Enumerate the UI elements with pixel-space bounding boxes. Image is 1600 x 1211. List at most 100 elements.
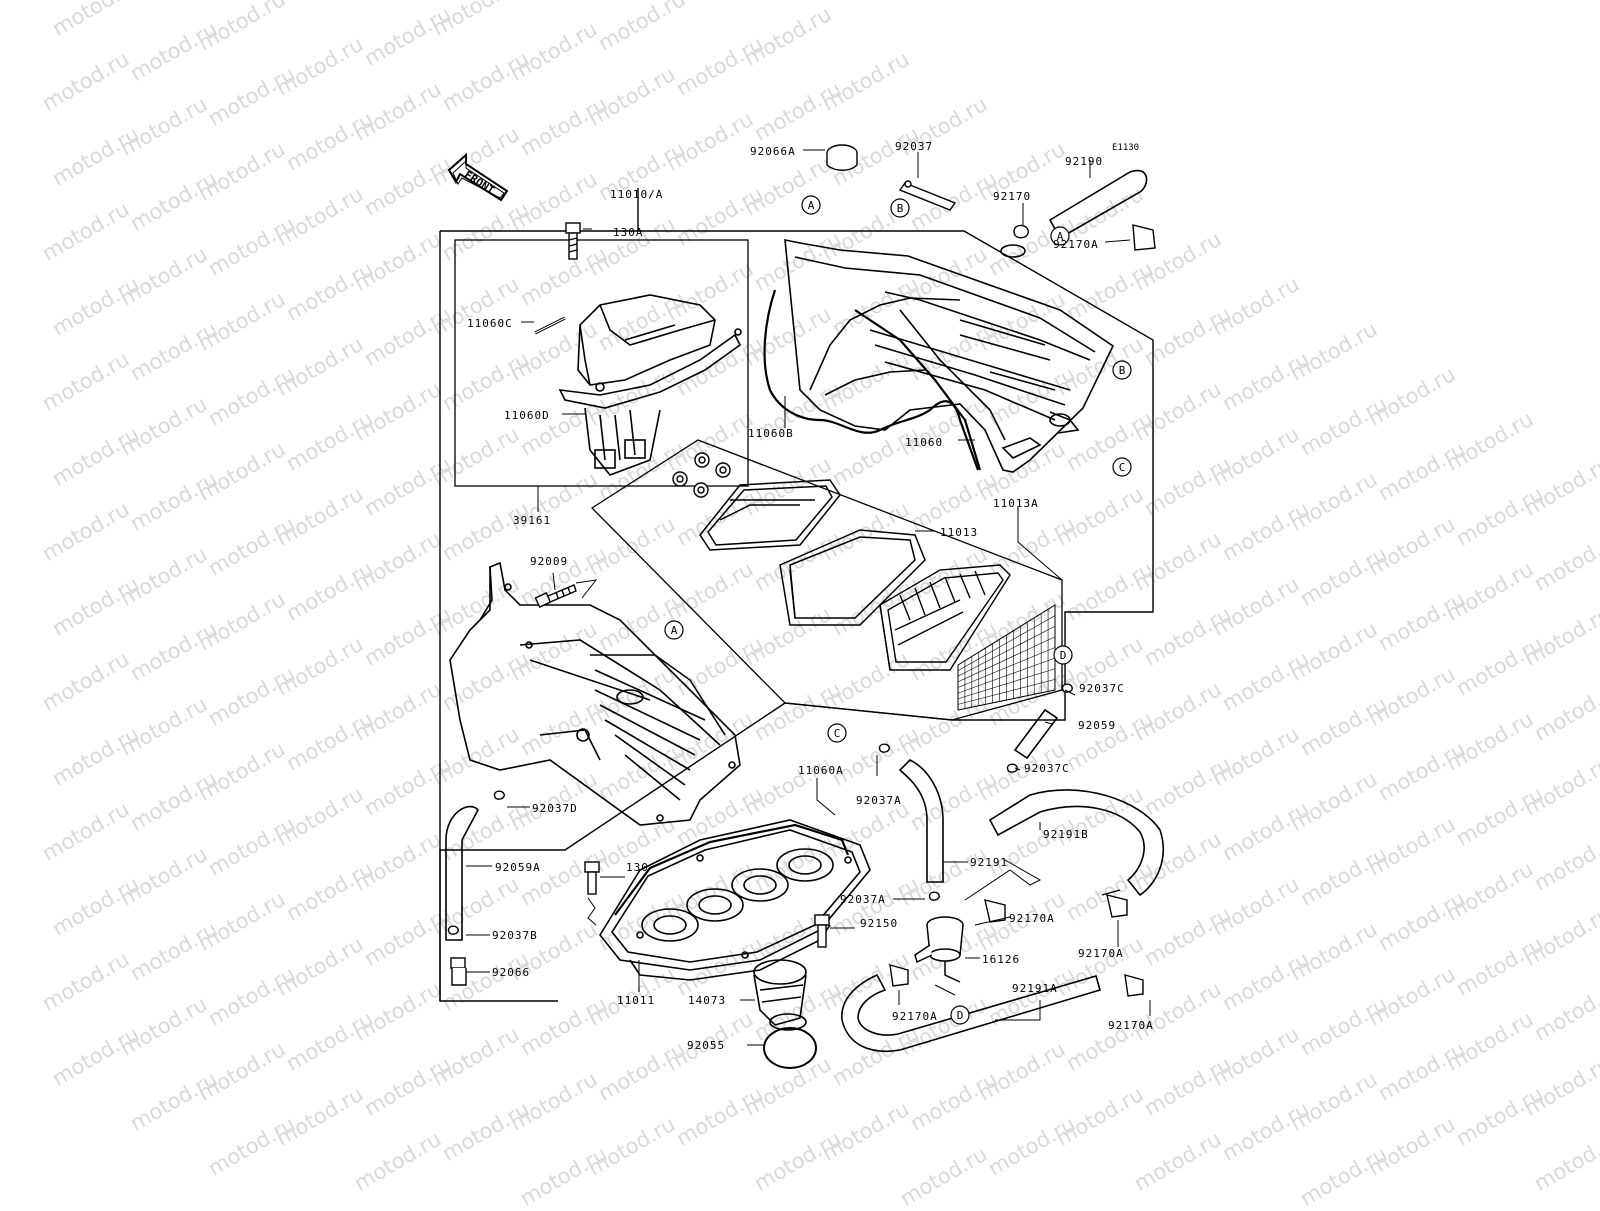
part-label-11011: 11011 <box>617 994 655 1007</box>
callout-circle <box>1053 645 1073 665</box>
part-label-92066: 92066 <box>492 966 530 979</box>
part-label-92170a: 92170A <box>892 1010 938 1023</box>
part-label-92037b: 92037B <box>492 929 538 942</box>
callout-letter: C <box>1119 461 1126 474</box>
part-label-11010a: 11010/A <box>610 188 663 201</box>
bolt-92009 <box>534 584 577 608</box>
part-label-92191b: 92191B <box>1043 828 1089 841</box>
callout-circle <box>890 198 910 218</box>
mesh-line <box>957 679 1056 705</box>
part-label-130a: 130A <box>613 226 644 239</box>
callout-letter: A <box>808 199 815 212</box>
assembly-outline <box>439 188 1154 1002</box>
upper-housing <box>784 239 1115 473</box>
mesh-line <box>957 689 1056 711</box>
callout-letter: D <box>1060 649 1067 662</box>
callout-b: B <box>890 198 910 218</box>
callout-circle <box>1112 457 1132 477</box>
front-arrow: FRONT <box>447 152 509 202</box>
part-label-92191a: 92191A <box>1012 982 1058 995</box>
callout-letter: B <box>897 202 904 215</box>
part-label-92150: 92150 <box>860 917 898 930</box>
filter-box-11013A <box>590 439 1063 721</box>
callout-circles: A B A B C A D C D <box>664 195 1132 1025</box>
gasket-11060A <box>614 823 850 916</box>
callout-a: A <box>801 195 821 215</box>
part-label-92037: 92037 <box>895 140 933 153</box>
part-label-92170: 92170 <box>993 190 1031 203</box>
nuts-washers <box>672 452 731 498</box>
part-label-92059a: 92059A <box>495 861 541 874</box>
callout-circle <box>1112 360 1132 380</box>
part-label-92037a: 92037A <box>856 794 902 807</box>
sub-assembly-box-39161 <box>454 239 749 487</box>
throttle-base-11011 <box>599 819 871 981</box>
part-label-39161: 39161 <box>513 514 551 527</box>
callout-letter: A <box>1057 230 1064 243</box>
part-label-92009: 92009 <box>530 555 568 568</box>
callout-d: D <box>950 1005 970 1025</box>
lower-housing <box>449 561 741 826</box>
mesh-line <box>957 604 1056 666</box>
part-label-14073: 14073 <box>688 994 726 1007</box>
part-label-92170a: 92170A <box>1009 912 1055 925</box>
callout-b: B <box>1112 360 1132 380</box>
filter-element-pleated <box>879 564 1011 671</box>
small-parts <box>447 144 1156 997</box>
mesh-line <box>957 647 1056 688</box>
bolt-130 <box>584 861 600 895</box>
part-label-11013a: 11013A <box>993 497 1039 510</box>
part-label-92037c: 92037C <box>1024 762 1070 775</box>
callout-circle <box>664 620 684 640</box>
part-label-92037a: 92037A <box>840 893 886 906</box>
part-label-92170a: 92170A <box>1108 1019 1154 1032</box>
callout-circle <box>801 195 821 215</box>
filter-mesh-lines <box>957 604 1056 711</box>
part-label-11060: 11060 <box>905 436 943 449</box>
filter-frame <box>699 479 841 551</box>
part-label-92190: 92190 <box>1065 155 1103 168</box>
o-ring-92055 <box>763 1027 817 1069</box>
callout-d: D <box>1053 645 1073 665</box>
callout-circle <box>1050 226 1070 246</box>
callout-letter: A <box>671 624 678 637</box>
mesh-line <box>957 657 1056 694</box>
callout-letter: B <box>1119 364 1126 377</box>
part-label-92066a: 92066A <box>750 145 796 158</box>
part-label-11013: 11013 <box>940 526 978 539</box>
hoses <box>445 169 1165 1052</box>
resonator-cover <box>558 294 742 476</box>
diagram-code: E1130 <box>1112 143 1139 153</box>
callout-letter: C <box>834 727 841 740</box>
mesh-line <box>957 625 1056 677</box>
callout-a: A <box>664 620 684 640</box>
part-label-92055: 92055 <box>687 1039 725 1052</box>
callout-circle <box>827 723 847 743</box>
bolt-130A <box>565 222 581 260</box>
part-label-11060c: 11060C <box>467 317 513 330</box>
part-label-92170a: 92170A <box>1078 947 1124 960</box>
part-label-92191: 92191 <box>970 856 1008 869</box>
callout-letter: D <box>957 1009 964 1022</box>
part-label-11060d: 11060D <box>504 409 550 422</box>
callout-circle <box>950 1005 970 1025</box>
callout-c: C <box>827 723 847 743</box>
part-label-92170a: 92170A <box>1053 238 1099 251</box>
bolt-92150 <box>814 914 830 948</box>
part-label-16126: 16126 <box>982 953 1020 966</box>
boot-14073 <box>753 959 807 1031</box>
filter-element-11013 <box>779 529 926 626</box>
part-label-11060a: 11060A <box>798 764 844 777</box>
callout-a: A <box>1050 226 1070 246</box>
leader-lines <box>466 149 1151 1046</box>
part-label-92037c: 92037C <box>1079 682 1125 695</box>
part-label-130: 130 <box>626 861 649 874</box>
part-label-92059: 92059 <box>1078 719 1116 732</box>
mesh-line <box>957 615 1056 671</box>
part-label-11060b: 11060B <box>748 427 794 440</box>
part-label-92037d: 92037D <box>532 802 578 815</box>
mesh-line <box>957 668 1056 700</box>
seal-11060B <box>763 289 980 471</box>
valve-16126 <box>914 916 964 983</box>
callout-c: C <box>1112 457 1132 477</box>
